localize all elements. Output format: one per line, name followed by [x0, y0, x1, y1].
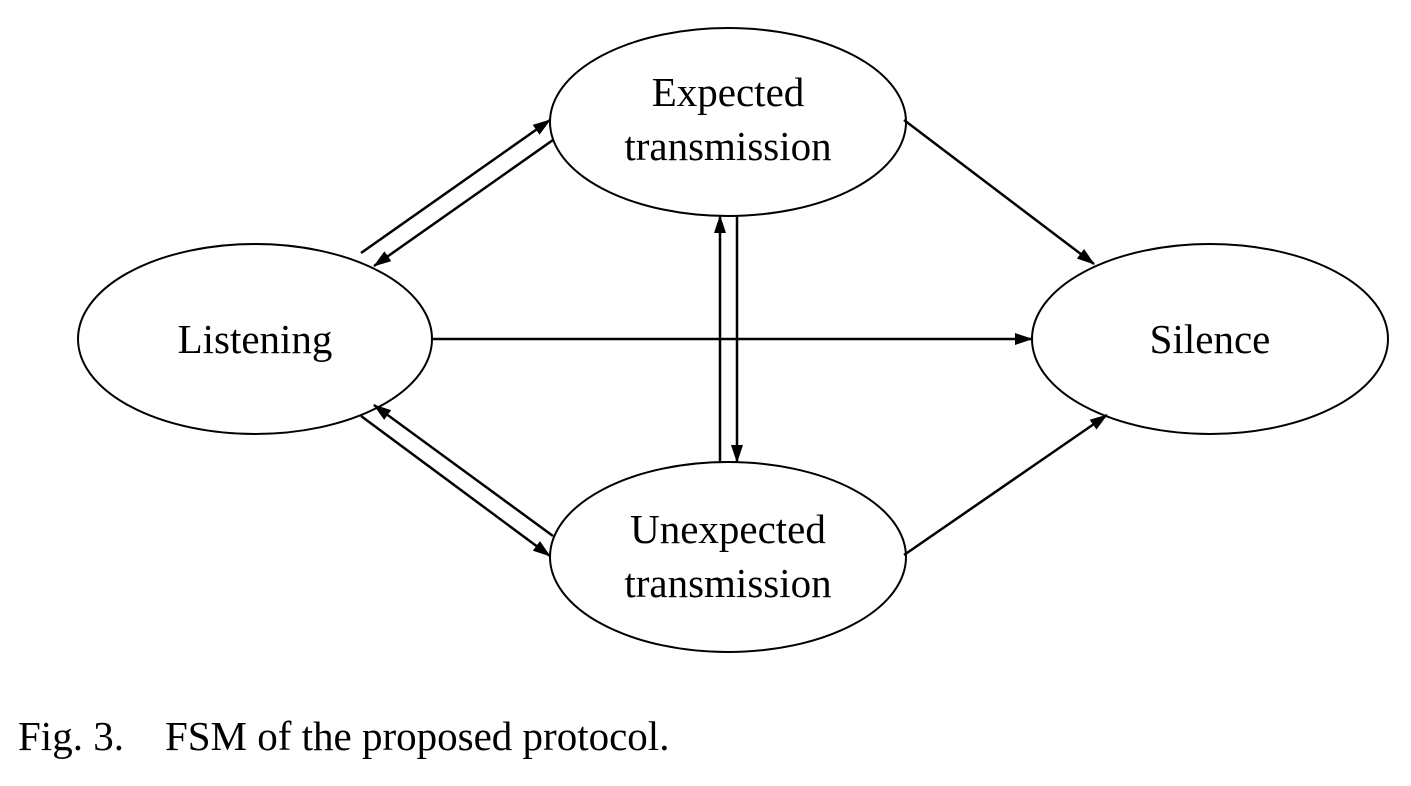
state-unexpected-transmission: Unexpected transmission [549, 461, 907, 653]
fsm-diagram: Expected transmission Listening Silence … [77, 27, 1389, 653]
state-silence: Silence [1031, 243, 1389, 435]
caption-label: Fig. 3. [18, 713, 124, 759]
state-expected-transmission: Expected transmission [549, 27, 907, 217]
caption-gap [124, 713, 165, 759]
arrow-listening-to-expected [360, 118, 551, 255]
state-silence-label: Silence [1150, 316, 1271, 362]
state-unexpected-line1: Unexpected [630, 506, 826, 552]
figure-caption: Fig. 3. FSM of the proposed protocol. [18, 712, 669, 760]
arrow-unexpected-to-listening [373, 403, 554, 538]
caption-text: FSM of the proposed protocol. [164, 713, 670, 759]
state-expected-line2: transmission [624, 123, 831, 169]
state-listening-label: Listening [178, 316, 333, 362]
state-expected-line1: Expected [652, 69, 805, 115]
state-listening: Listening [77, 243, 433, 435]
arrow-unexpected-to-silence [903, 413, 1108, 557]
arrow-listening-to-unexpected [360, 414, 551, 558]
state-unexpected-line2: transmission [624, 560, 831, 606]
arrow-expected-to-listening [373, 138, 554, 268]
arrow-expected-to-silence [903, 119, 1095, 265]
